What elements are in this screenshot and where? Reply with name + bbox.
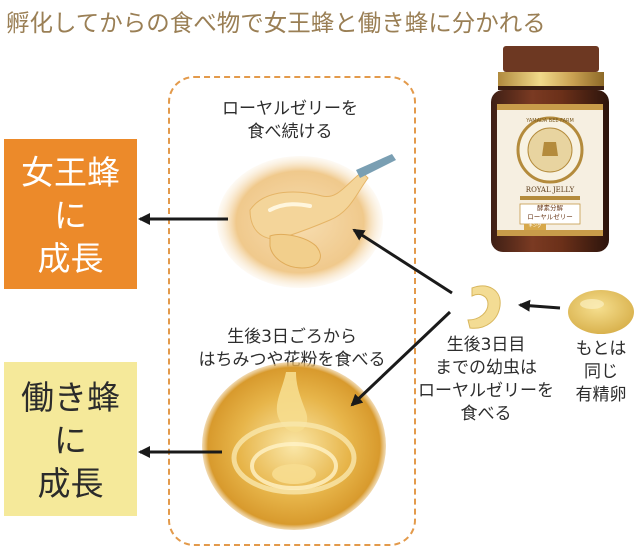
caption-line: 生後3日ごろから — [227, 327, 357, 347]
honey-pollen-image — [202, 362, 386, 530]
larva-to-jelly-arrow — [352, 228, 453, 295]
caption-line: ローヤルゼリーを — [222, 99, 358, 119]
result-line: 女王蜂 — [21, 153, 120, 192]
product-label-line: 酵素分解 — [537, 204, 563, 212]
flow-arrows — [138, 213, 561, 458]
food-stage-frame — [168, 76, 416, 546]
product-label-line: ローヤルゼリー — [527, 213, 573, 221]
egg-line: 同じ — [584, 362, 618, 382]
egg-to-larva-arrow — [518, 299, 561, 312]
result-line: 働き蜂 — [21, 378, 120, 417]
queen-bee-result: 女王蜂 に 成長 — [4, 139, 137, 289]
egg-line: 有精卵 — [575, 385, 627, 405]
larva-line: 生後3日目 — [446, 335, 526, 355]
larva-line: までの幼虫は — [435, 358, 537, 378]
product-badge: キング — [528, 224, 542, 229]
result-line: 成長 — [37, 239, 104, 278]
larva-to-honey-arrow — [350, 310, 452, 407]
product-name-en: ROYAL JELLY — [525, 186, 575, 194]
egg-line: もとは — [575, 339, 627, 359]
result-line: 成長 — [37, 464, 104, 503]
royal-jelly-product-image — [491, 46, 609, 252]
worker-bee-result: 働き蜂 に 成長 — [4, 362, 137, 516]
caption-line: はちみつや花粉を食べる — [198, 350, 386, 370]
royal-jelly-image — [217, 154, 396, 288]
page-title: 孵化してからの食べ物で女王蜂と働き蜂に分かれる — [6, 9, 546, 37]
egg-description: もとは 同じ 有精卵 — [568, 338, 634, 407]
royal-jelly-caption: ローヤルゼリーを 食べ続ける — [190, 98, 390, 144]
product-label: 酵素分解 ローヤルゼリー — [520, 204, 580, 222]
larva-line: ローヤルゼリーを — [418, 381, 554, 401]
larva-description: 生後3日目 までの幼虫は ローヤルゼリーを 食べる — [418, 334, 554, 426]
caption-line: 食べ続ける — [247, 122, 333, 142]
honey-pollen-caption: 生後3日ごろから はちみつや花粉を食べる — [176, 326, 408, 372]
product-brand-ring: YAMADA BEE FARM — [526, 118, 574, 124]
larva-image — [467, 285, 501, 329]
larva-line: 食べる — [460, 404, 512, 424]
result-line: に — [54, 421, 87, 460]
egg-image — [568, 290, 634, 334]
result-line: に — [54, 196, 87, 235]
